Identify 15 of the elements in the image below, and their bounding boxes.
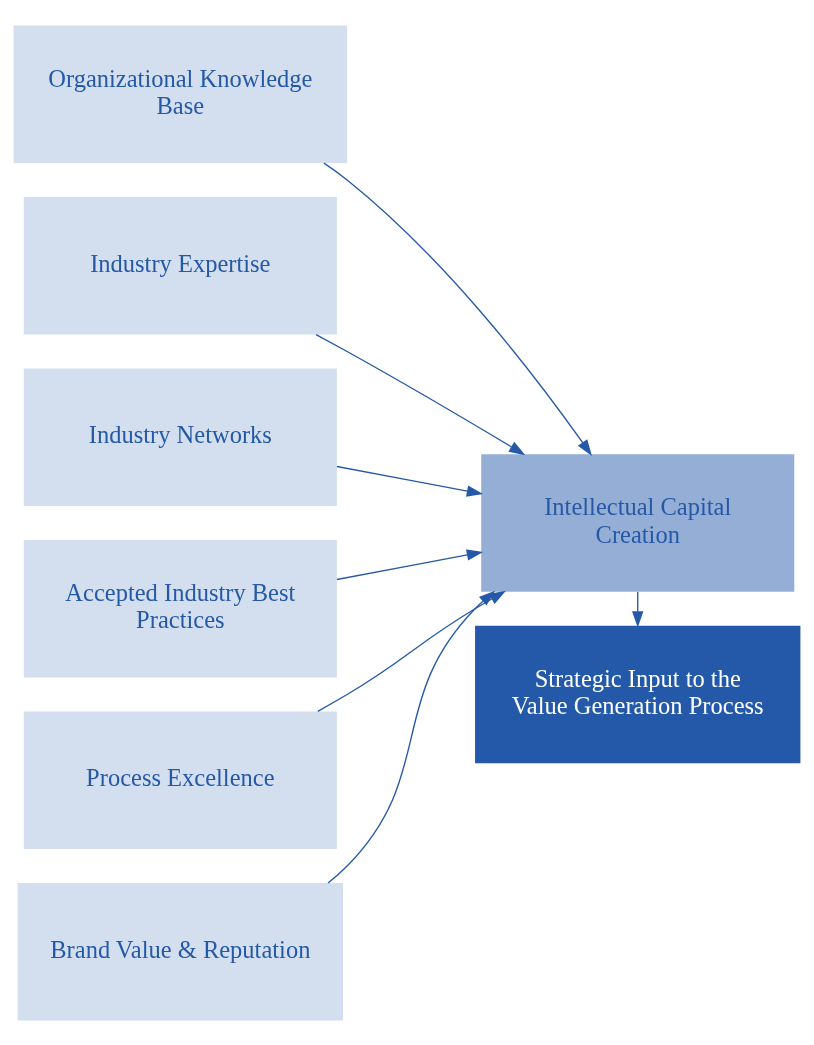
node-box: Industry Networks bbox=[23, 368, 337, 506]
node-box: Brand Value & Reputation bbox=[17, 882, 343, 1021]
node-box: Process Excellence bbox=[23, 711, 337, 849]
arrow bbox=[323, 161, 592, 456]
arrow bbox=[632, 590, 644, 628]
node-box: Strategic Input to the Value Generation Process bbox=[475, 625, 801, 763]
node-box: Industry Expertise bbox=[23, 196, 337, 334]
node-box: Organizational Knowledge Base bbox=[13, 24, 348, 163]
arrow bbox=[315, 333, 526, 455]
arrow bbox=[336, 465, 484, 497]
arrow bbox=[317, 590, 506, 712]
arrow bbox=[336, 548, 484, 580]
arrow bbox=[327, 590, 496, 884]
node-box: Intellectual Capital Creation bbox=[481, 453, 795, 592]
node-box: Accepted Industry Best Practices bbox=[23, 539, 337, 677]
